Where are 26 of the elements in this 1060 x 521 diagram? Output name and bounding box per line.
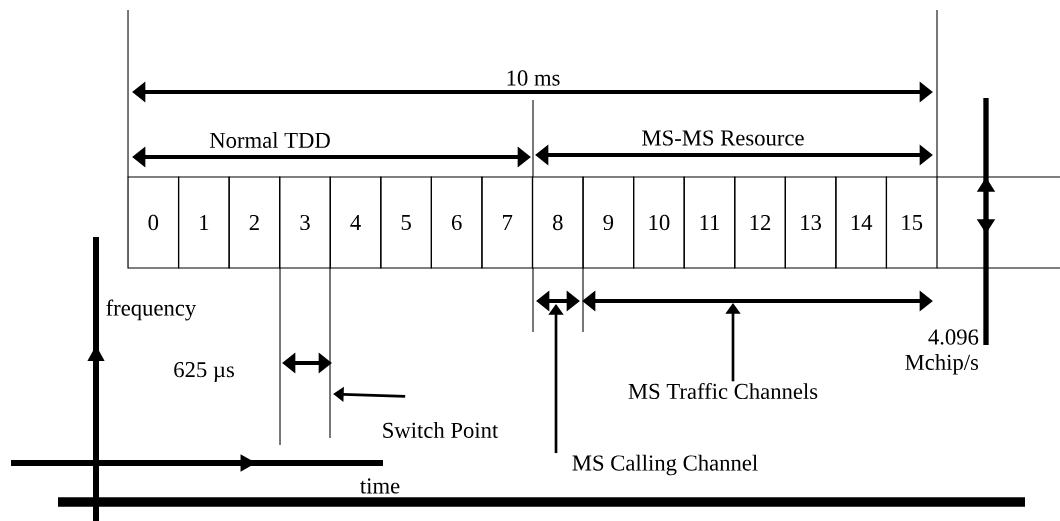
slot-cell: 4 (329, 176, 382, 269)
axis-label: time (360, 478, 400, 494)
annotation-text: MS Calling Channel (572, 454, 758, 476)
slot-cell: 2 (228, 176, 281, 269)
slot-cell: 9 (582, 176, 635, 269)
slot-cell: 14 (835, 176, 888, 269)
slot-cell: 13 (784, 176, 837, 269)
slot-cell: 0 (127, 176, 180, 269)
annotation-text: MS Traffic Channels (628, 382, 818, 400)
annotation-text: Switch Point (383, 422, 499, 438)
slot-cell: 3 (279, 176, 331, 269)
slot-cell: 5 (380, 176, 432, 269)
axis-label: frequency (106, 299, 197, 321)
slot-cell: 15 (885, 176, 938, 269)
dimension-label: MS-MS Resource (642, 130, 804, 146)
dimension-label: Normal TDD (209, 132, 330, 148)
dimension-label: 4.096 Mchip/s (905, 329, 979, 375)
slot-cell: 1 (177, 176, 230, 269)
slot-cell: 11 (683, 176, 736, 269)
slot-cell: 12 (734, 176, 786, 269)
dimension-label: 625 µs (174, 362, 234, 382)
slot-cell: 10 (633, 176, 685, 269)
slot-cell: 8 (531, 176, 584, 269)
slot-cell: 7 (481, 176, 534, 269)
dimension-label: 10 ms (507, 70, 560, 86)
slot-cell: 6 (430, 176, 483, 269)
